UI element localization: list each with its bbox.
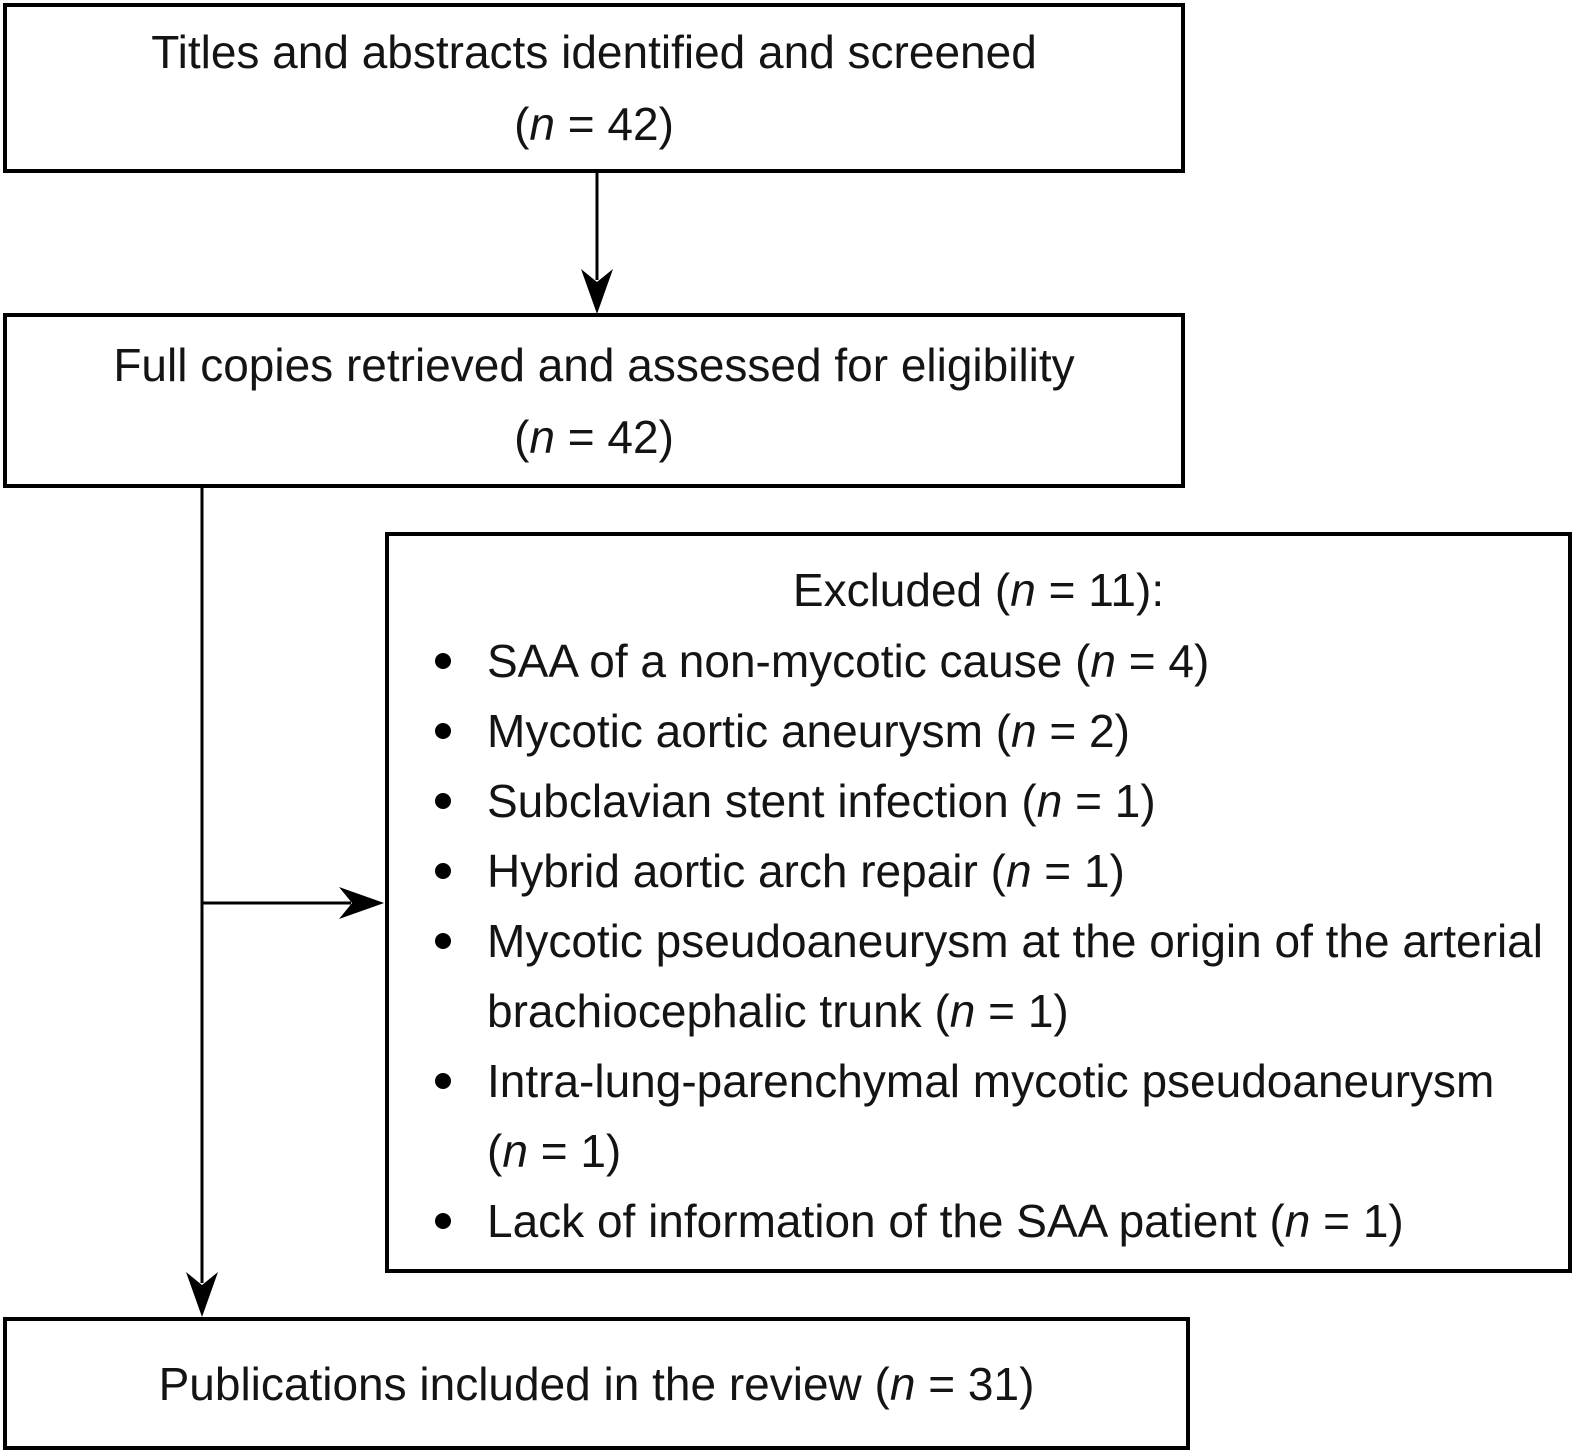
bullet-icon: [435, 696, 487, 766]
bullet-icon: [435, 836, 487, 906]
arrow-branch-to-excluded-head: [339, 887, 384, 919]
box-screened-text: Titles and abstracts identified and scre…: [151, 26, 1037, 78]
box-eligibility: Full copies retrieved and assessed for e…: [3, 313, 1185, 488]
excluded-reason-text: Subclavian stent infection (n = 1): [487, 775, 1156, 827]
box-included: Publications included in the review (n =…: [3, 1317, 1190, 1450]
box-screened-count: (n = 42): [514, 98, 674, 150]
bullet-icon: [435, 1186, 487, 1256]
bullet-icon: [435, 906, 487, 976]
bullet-icon: [435, 1046, 487, 1116]
bullet-icon: [435, 766, 487, 836]
arrow-screened-to-eligibility-head: [581, 269, 613, 314]
box-screened: Titles and abstracts identified and scre…: [3, 3, 1185, 173]
excluded-reason-item: SAA of a non-mycotic cause (n = 4): [435, 626, 1544, 696]
box-excluded-title: Excluded (n = 11):: [792, 564, 1165, 616]
arrow-eligibility-to-included-head: [186, 1272, 218, 1317]
excluded-reason-item: Mycotic pseudoaneurysm at the origin of …: [435, 906, 1544, 1046]
excluded-reason-text: Mycotic aortic aneurysm (n = 2): [487, 705, 1130, 757]
box-eligibility-text: Full copies retrieved and assessed for e…: [113, 338, 1075, 391]
box-included-text: Publications included in the review (n =…: [158, 1357, 1035, 1410]
excluded-reasons-list: SAA of a non-mycotic cause (n = 4) Mycot…: [413, 626, 1544, 1256]
excluded-reason-item: Hybrid aortic arch repair (n = 1): [435, 836, 1544, 906]
box-excluded: Excluded (n = 11): SAA of a non-mycotic …: [385, 532, 1572, 1273]
box-eligibility-count: (n = 42): [514, 410, 674, 463]
excluded-reason-item: Mycotic aortic aneurysm (n = 2): [435, 696, 1544, 766]
excluded-reason-text: Hybrid aortic arch repair (n = 1): [487, 845, 1125, 897]
excluded-reason-text: Lack of information of the SAA patient (…: [487, 1195, 1404, 1247]
excluded-reason-item: Lack of information of the SAA patient (…: [435, 1186, 1544, 1256]
bullet-icon: [435, 626, 487, 696]
excluded-reason-text: Intra-lung-parenchymal mycotic pseudoane…: [487, 1055, 1495, 1177]
excluded-reason-item: Intra-lung-parenchymal mycotic pseudoane…: [435, 1046, 1544, 1186]
excluded-reason-text: Mycotic pseudoaneurysm at the origin of …: [487, 915, 1543, 1037]
excluded-reason-text: SAA of a non-mycotic cause (n = 4): [487, 635, 1210, 687]
excluded-reason-item: Subclavian stent infection (n = 1): [435, 766, 1544, 836]
